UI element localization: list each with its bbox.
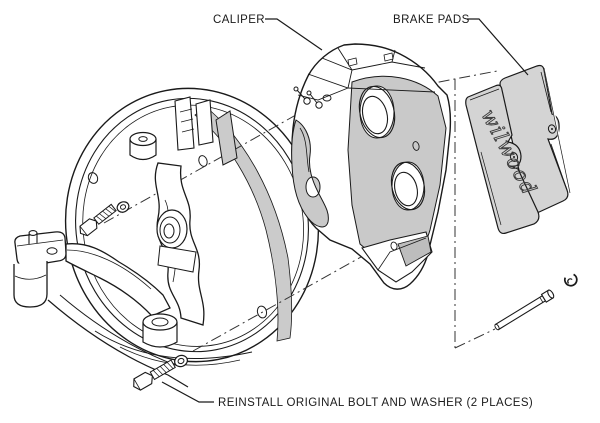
backing-plate-inner-face [194, 106, 293, 342]
pad-retaining-pin [494, 289, 555, 331]
knuckle-lower-boss [142, 313, 178, 348]
washer-lower [174, 354, 188, 368]
axis-bolt-upper [103, 110, 304, 224]
bleed-screws [293, 86, 332, 109]
ball-joint [13, 261, 48, 308]
washer-upper [116, 201, 130, 213]
axis-pad-top [417, 70, 498, 87]
center-lines [103, 70, 498, 352]
steering-arm [13, 230, 189, 388]
caliper-label: CALIPER [213, 14, 265, 26]
brake-pads-label: BRAKE PADS [393, 14, 470, 26]
axis-pin-elbow [454, 328, 496, 349]
caliper-leader-line [265, 18, 323, 51]
e-clip [563, 273, 578, 287]
caliper-piston-bores [358, 85, 426, 211]
footer-note-label: REINSTALL ORIGINAL BOLT AND WASHER (2 PL… [218, 397, 533, 409]
footer-leader-line [161, 381, 214, 403]
caliper-mount-bracket [174, 96, 238, 166]
bolt-lower [133, 359, 176, 391]
spindle [156, 209, 188, 249]
brake-pads-leader-line [467, 18, 529, 76]
knuckle-upper-boss [129, 131, 157, 161]
axis-lower [192, 251, 371, 352]
leader-lines [161, 18, 529, 403]
bolt-upper [79, 203, 117, 237]
steering-knuckle [13, 131, 205, 388]
caliper-drawing [291, 43, 452, 290]
